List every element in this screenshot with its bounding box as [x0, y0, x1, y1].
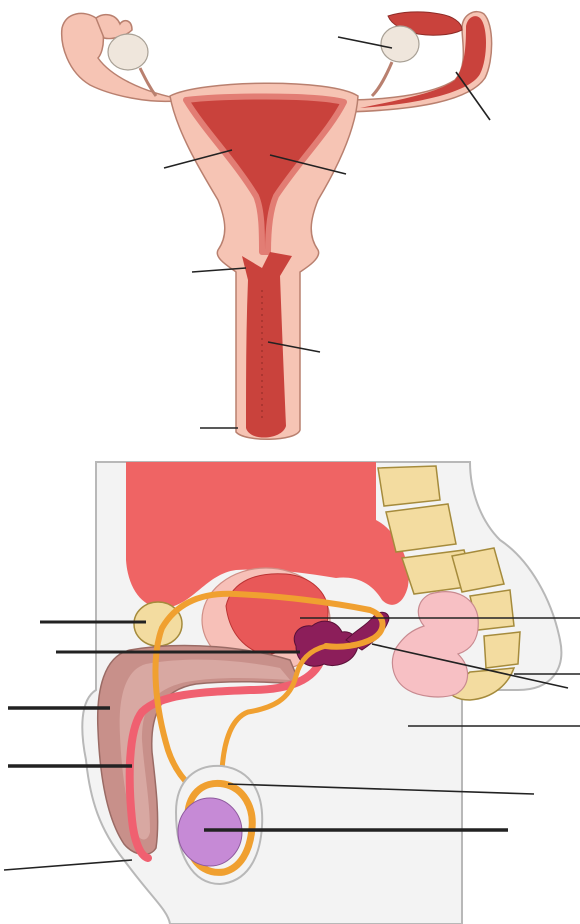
female-reproductive-diagram [0, 0, 580, 460]
left-ovary [108, 34, 148, 70]
vertebra-2 [386, 504, 456, 552]
testis [178, 798, 242, 866]
leader-line-glans [4, 860, 132, 870]
right-ovary [381, 26, 419, 62]
vertebra-4 [452, 548, 504, 592]
vertebra-6 [484, 632, 520, 668]
vertebra-1 [378, 466, 440, 506]
male-reproductive-diagram [0, 460, 580, 924]
right-ovarian-ligament [372, 62, 392, 96]
